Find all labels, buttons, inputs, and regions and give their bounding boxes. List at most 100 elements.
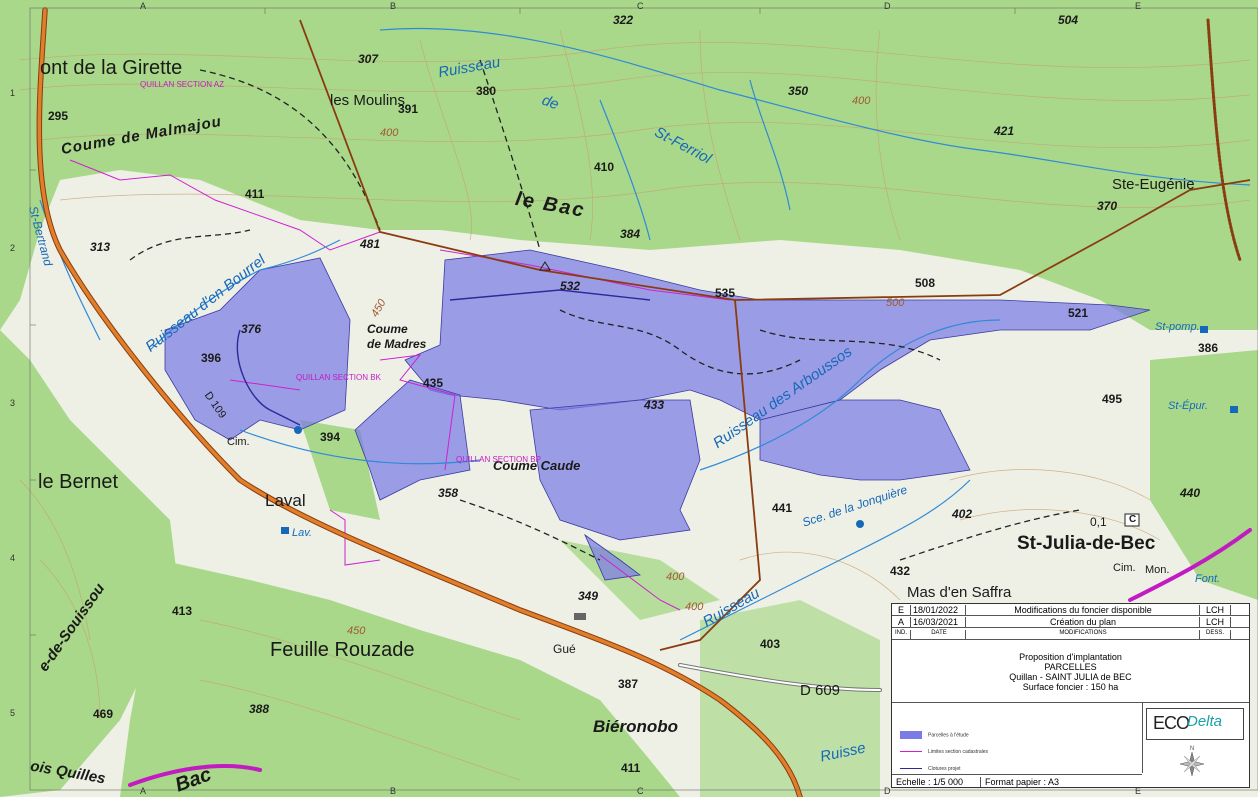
title-line-1: Proposition d'implantation <box>1019 652 1122 662</box>
place-dist: 0,1 <box>1090 515 1107 529</box>
compass-rose-icon: N <box>1179 746 1205 777</box>
legend-swatch-line <box>900 768 922 770</box>
elev: 295 <box>48 109 69 123</box>
elev: 350 <box>788 84 809 98</box>
header-dess: DESS. <box>1200 630 1231 640</box>
grid-col-d-bot: D <box>884 786 891 796</box>
place-bieronobo: Biéronobo <box>593 717 678 736</box>
place-coume-1: Coume <box>367 322 408 336</box>
legend-item-parcels: Parcelles à l'étude <box>900 731 969 739</box>
contour-label: 400 <box>380 127 399 139</box>
compass-n-label: N <box>1190 746 1194 752</box>
elev: 388 <box>249 702 270 716</box>
grid-col-b-bot: B <box>390 786 397 796</box>
revision-dess: LCH <box>1200 605 1231 615</box>
company-logo: ECO Delta <box>1146 708 1244 740</box>
place-coume-caude: Coume Caude <box>493 458 581 473</box>
place-girette: ont de la Girette <box>40 57 183 79</box>
place-coume-2: de Madres <box>367 337 427 351</box>
section-label: QUILLAN SECTION AZ <box>140 80 225 89</box>
elev: 469 <box>93 707 114 721</box>
legend-item-sections: Limites section cadastrales <box>900 749 988 755</box>
contour-label: 450 <box>347 625 366 637</box>
elev: 413 <box>172 604 193 618</box>
spring-st-epur: St-Épur. <box>1168 400 1208 412</box>
grid-row-5: 5 <box>10 708 16 718</box>
contour-lines <box>19 29 1251 781</box>
elev: 504 <box>1058 13 1079 27</box>
grid-row-3: 3 <box>10 398 16 408</box>
streams <box>39 27 1251 641</box>
elev: 370 <box>1097 199 1118 213</box>
header-ind: IND. <box>892 630 911 640</box>
contour-label: 400 <box>685 601 704 613</box>
grid-col-d-top: D <box>884 1 891 11</box>
contour-label: 400 <box>852 95 871 107</box>
place-le-bernet: le Bernet <box>38 471 119 493</box>
elev: 376 <box>241 322 262 336</box>
legend-label: Limites section cadastrales <box>928 749 989 755</box>
place-gue: Gué <box>553 642 576 656</box>
place-mas-saffra: Mas d'en Saffra <box>907 584 1012 601</box>
header-mod: MODIFICATIONS <box>967 630 1200 640</box>
section-label: QUILLAN SECTION BP <box>456 455 541 464</box>
grid-row-4: 4 <box>10 553 16 563</box>
elev: 441 <box>772 501 793 515</box>
project-fence <box>236 289 651 426</box>
road-d609-label: D 609 <box>800 682 841 699</box>
elev: 411 <box>245 187 265 201</box>
section-label: QUILLAN SECTION BK <box>296 373 381 382</box>
elev: 386 <box>1198 341 1219 355</box>
legend-swatch-fill <box>900 731 922 739</box>
elev: 508 <box>915 276 936 290</box>
commune-boundary <box>299 19 1251 651</box>
scale-label: Echelle : 1/5 000 <box>896 777 964 787</box>
legend-label: Parcelles à l'étude <box>928 732 969 739</box>
map-markers <box>281 261 1238 620</box>
place-feuille-rouzade: Feuille Rouzade <box>270 639 415 661</box>
elev: 532 <box>560 279 581 293</box>
elev: 433 <box>644 398 665 412</box>
elev: 403 <box>760 637 781 651</box>
revision-row: E 18/01/2022 Modifications du foncier di… <box>892 604 1249 616</box>
paper-format-label: Format papier : A3 <box>980 777 1059 787</box>
elev: 313 <box>90 240 111 254</box>
elev: 521 <box>1068 306 1089 320</box>
revision-header: IND. DATE MODIFICATIONS DESS. <box>892 628 1249 640</box>
place-st-julia: St-Julia-de-Bec <box>1017 533 1156 554</box>
elev: 421 <box>994 124 1015 138</box>
elev: 402 <box>952 507 973 521</box>
elev: 358 <box>438 486 459 500</box>
elev: 432 <box>890 564 911 578</box>
revision-dess: LCH <box>1200 617 1231 627</box>
title-block: Proposition d'implantation PARCELLES Qui… <box>892 640 1249 703</box>
parcels <box>164 249 1151 581</box>
place-laval: Laval <box>265 491 306 510</box>
revision-date: 18/01/2022 <box>911 605 966 615</box>
header-date: DATE <box>911 630 966 640</box>
grid-col-b-top: B <box>390 1 397 11</box>
place-les-moulins: les Moulins <box>330 92 406 109</box>
elev: 440 <box>1180 486 1201 500</box>
legend: Parcelles à l'étude Limites section cada… <box>892 703 1143 773</box>
revision-row: A 16/03/2021 Création du plan LCH <box>892 616 1249 628</box>
logo-eco: ECO <box>1153 713 1190 733</box>
grid-col-a-top: A <box>140 1 147 11</box>
title-cartouche: E 18/01/2022 Modifications du foncier di… <box>891 603 1250 788</box>
logo-delta: Delta <box>1187 713 1223 730</box>
elev: 411 <box>621 761 641 775</box>
place-cim-1: Cim. <box>227 436 250 448</box>
grid-row-1: 1 <box>10 88 16 98</box>
grid-col-a-bot: A <box>140 786 147 796</box>
grid-col-e-bot: E <box>1135 786 1142 796</box>
elev: 387 <box>618 677 639 691</box>
elev: 394 <box>320 430 341 444</box>
roads <box>36 7 1252 797</box>
grid-row-2: 2 <box>10 243 16 253</box>
revision-mod: Création du plan <box>967 617 1200 627</box>
elev: 495 <box>1102 392 1123 406</box>
elev: 307 <box>358 52 379 66</box>
